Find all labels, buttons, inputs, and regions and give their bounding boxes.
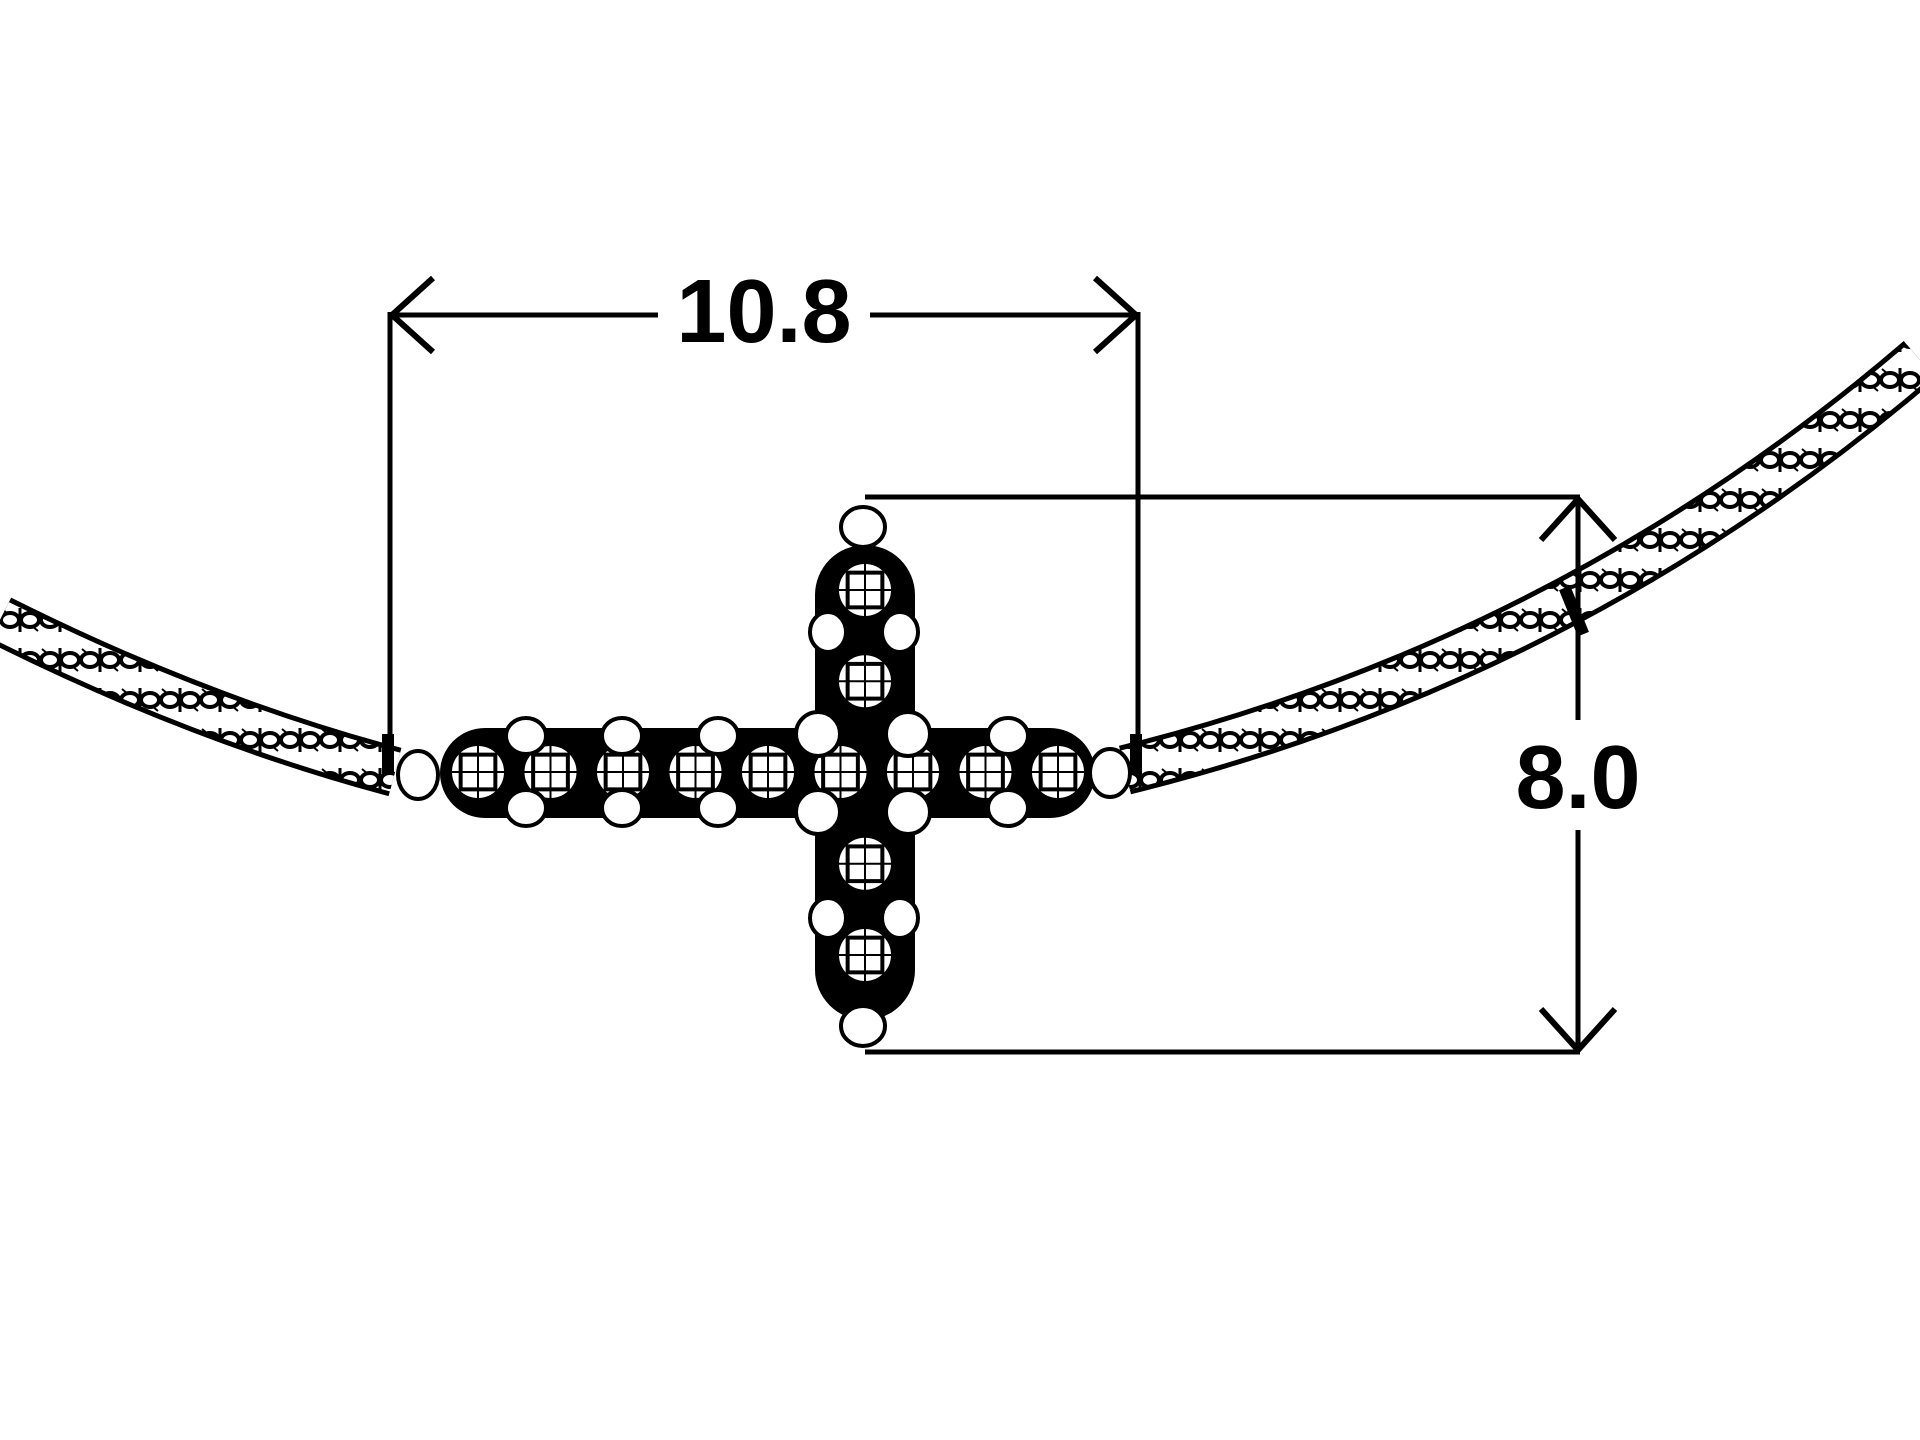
pearl [880,896,920,940]
height-dimension: 8.0 [865,494,1641,1055]
chain-left [0,597,402,797]
stone-setting [835,925,895,985]
pearl [396,749,440,801]
accent-pearls [396,505,1132,1048]
stone-setting [835,833,895,894]
pearl [839,1004,887,1048]
pearl [986,716,1030,756]
pearl [880,610,920,654]
horizontal-stone-row [448,742,1088,802]
pearl [600,788,644,828]
pearl [504,716,548,756]
chain-right [1118,341,1920,795]
width-arrowhead-left [387,275,436,355]
width-dimension-label: 10.8 [676,262,851,362]
height-arrowhead-top [1538,494,1618,543]
height-dimension-label: 8.0 [1515,728,1640,828]
pearl [600,716,644,756]
stone-setting [448,742,508,802]
stone-setting [955,742,1016,802]
width-dimension: 10.8 [387,262,1141,750]
jump-ring-chain [1559,585,1589,637]
pearl [839,505,887,549]
pearl [794,710,842,758]
sideways-cross-pendant [396,505,1132,1048]
stone-setting [835,651,895,712]
pearl [808,610,848,654]
pearl [504,788,548,828]
stone-setting [665,742,726,802]
pearl [794,788,842,836]
pearl [986,788,1030,828]
stone-setting [738,742,798,802]
stone-setting [835,560,895,620]
pearl [884,710,932,758]
stone-setting [520,742,581,802]
width-arrowhead-right [1092,275,1141,355]
pearl [884,788,932,836]
pearl [696,716,740,756]
pearl [696,788,740,828]
stone-setting [810,742,871,802]
pearl [808,896,848,940]
pearl [1088,747,1132,799]
height-arrowhead-bottom [1538,1006,1618,1055]
stone-setting [1028,742,1088,802]
vertical-stone-column [835,560,895,985]
